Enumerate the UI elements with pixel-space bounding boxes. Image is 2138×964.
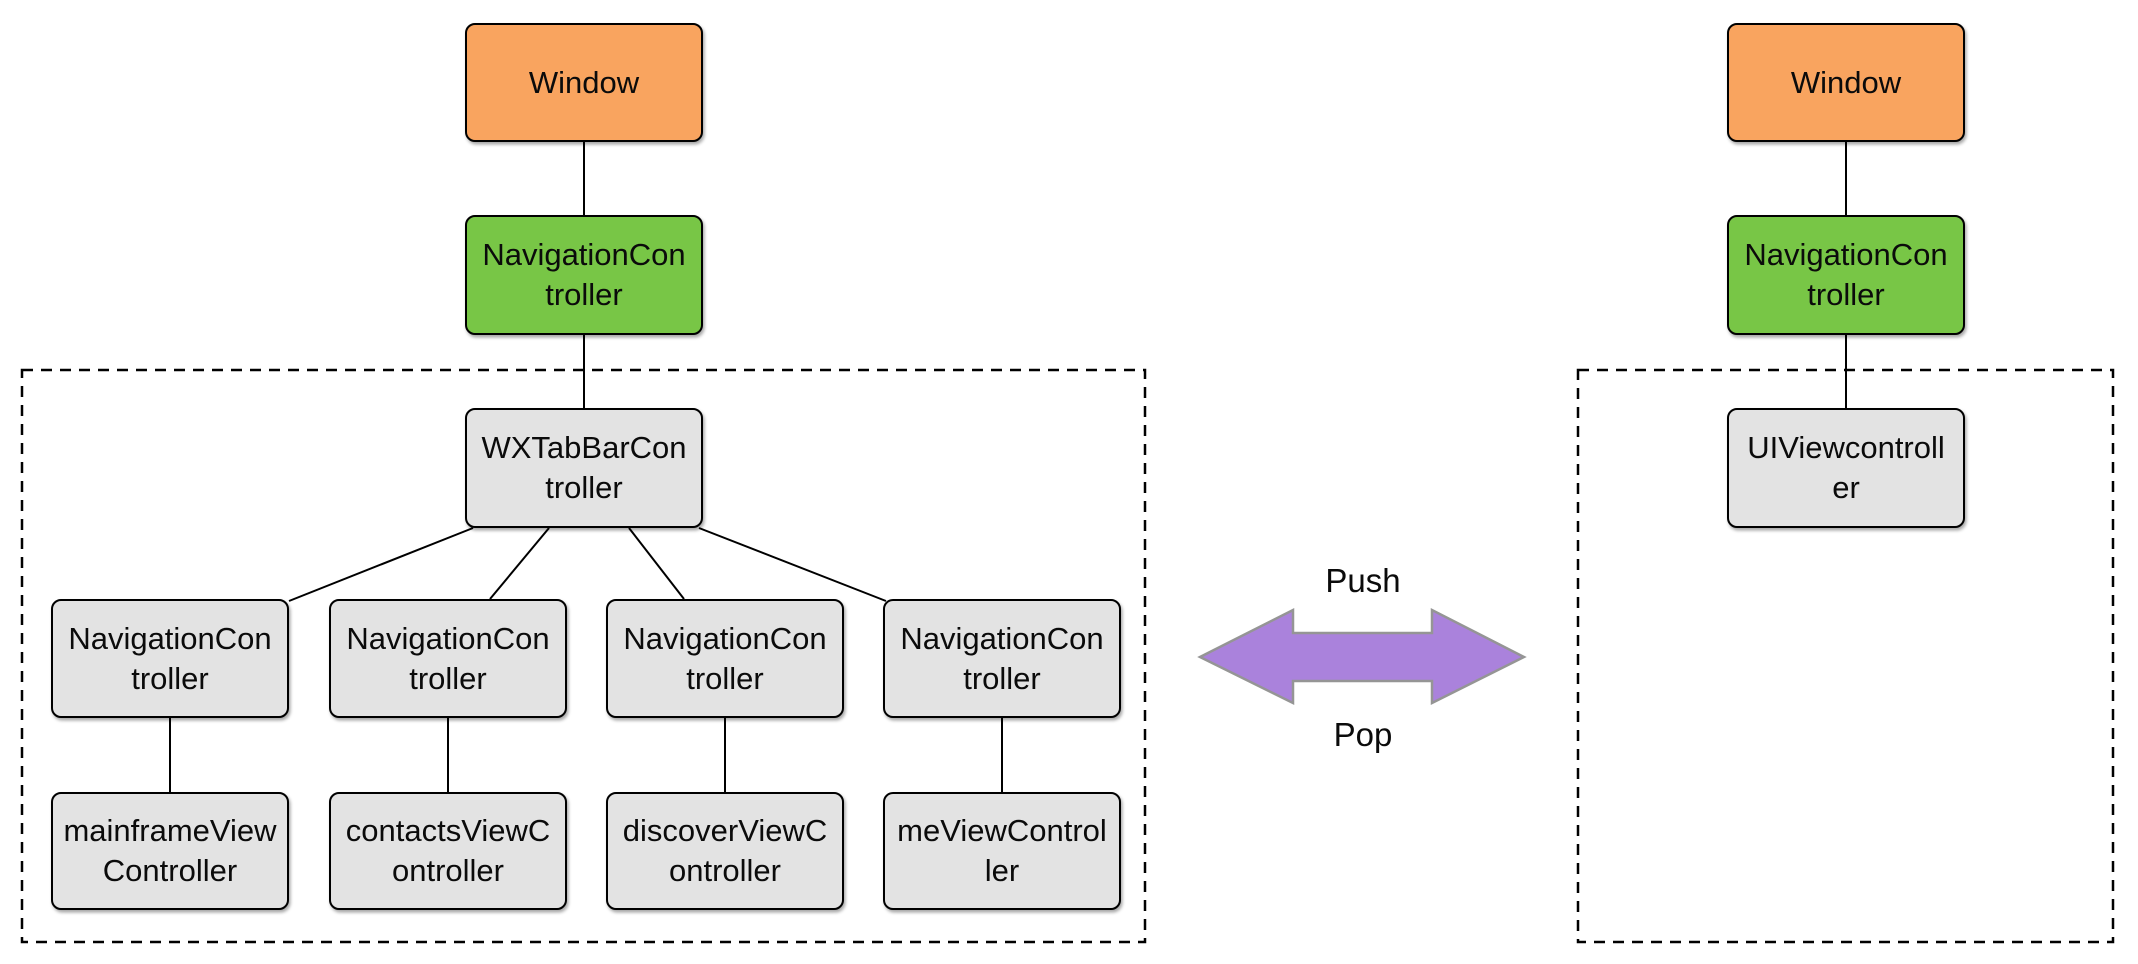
node-contactsviewcontroller: contactsViewC ontroller	[329, 792, 567, 910]
node-navigation-controller-tab1: NavigationCon troller	[51, 599, 289, 718]
node-uiviewcontroller: UIViewcontroll er	[1727, 408, 1965, 528]
node-mainframeviewcontroller: mainframeView Controller	[51, 792, 289, 910]
node-wxtabbarcontroller: WXTabBarCon troller	[465, 408, 703, 528]
node-meviewcontroller: meViewControl ler	[883, 792, 1121, 910]
node-navigation-controller-right: NavigationCon troller	[1727, 215, 1965, 335]
connector-tabbar-nav2	[489, 527, 550, 600]
node-window-right: Window	[1727, 23, 1965, 142]
connector-tabbar-nav1	[288, 527, 474, 602]
node-navigation-controller-tab4: NavigationCon troller	[883, 599, 1121, 718]
push-pop-arrow-icon	[1197, 607, 1527, 706]
node-navigation-controller-tab3: NavigationCon troller	[606, 599, 844, 718]
node-window-left: Window	[465, 23, 703, 142]
push-label: Push	[1325, 562, 1401, 599]
connector-tabbar-nav3	[628, 527, 685, 600]
node-navigation-controller-tab2: NavigationCon troller	[329, 599, 567, 718]
connector-tabbar-nav4	[698, 527, 887, 602]
pop-label: Pop	[1333, 716, 1393, 753]
node-discoverviewcontroller: discoverViewC ontroller	[606, 792, 844, 910]
node-navigation-controller-left: NavigationCon troller	[465, 215, 703, 335]
